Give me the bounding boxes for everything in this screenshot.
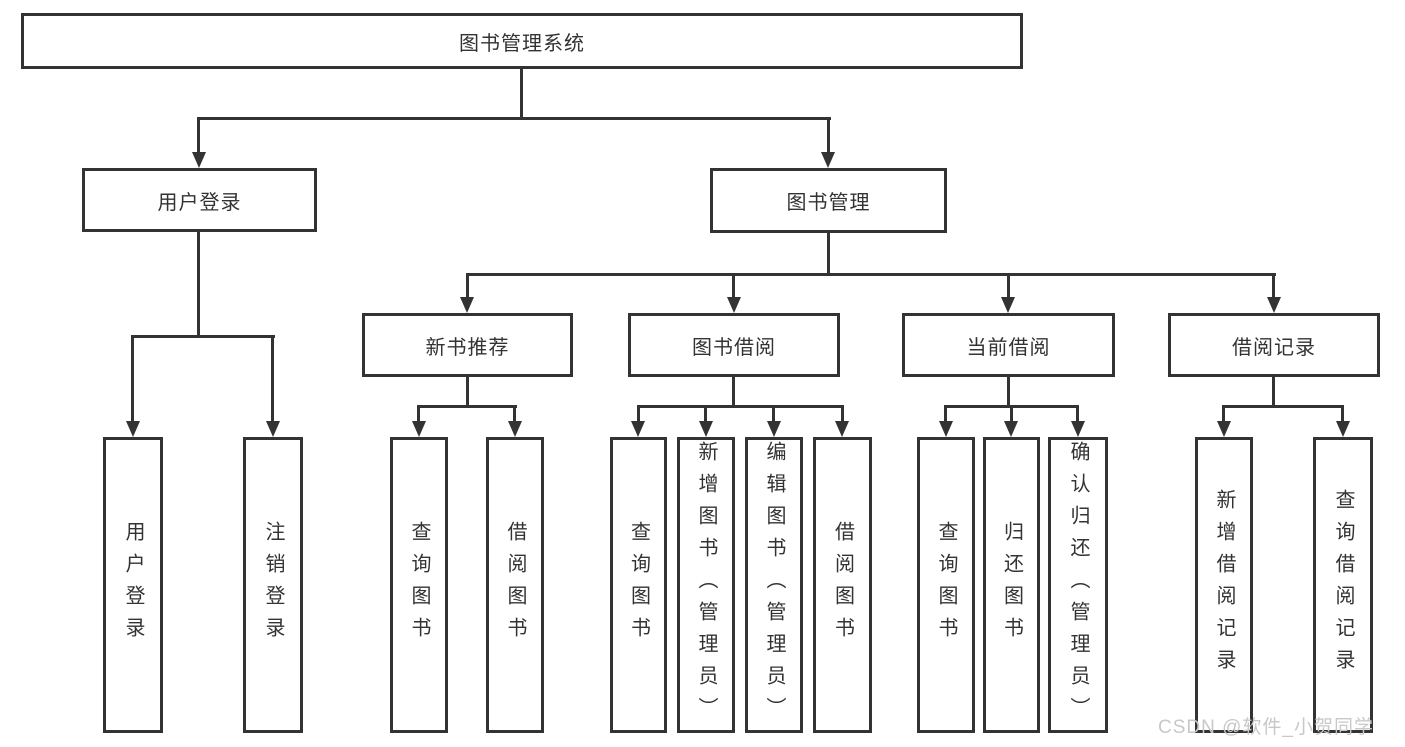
connector-root-drop-right [827, 117, 830, 155]
connector-borrow-drop-1 [637, 405, 640, 423]
leaf-recommend-borrow-book-label: 借阅图书 [504, 521, 526, 649]
connector-bookmgmt-drop-3 [1007, 273, 1010, 299]
arrow-down-icon [631, 421, 645, 437]
connector-root-bar [197, 117, 831, 120]
leaf-add-book-admin-label: 新增图书（管理员） [695, 441, 717, 729]
leaf-return-book-label: 归还图书 [1000, 521, 1023, 649]
node-user-login: 用户登录 [82, 168, 317, 232]
arrow-down-icon [1217, 421, 1231, 437]
arrow-down-icon [1071, 421, 1085, 437]
arrow-down-icon [412, 421, 426, 437]
connector-current-stem [1007, 377, 1010, 405]
arrow-down-icon [126, 421, 140, 437]
node-library-system-label: 图书管理系统 [459, 32, 585, 55]
leaf-add-borrow-record-label: 新增借阅记录 [1213, 489, 1235, 681]
node-book-management: 图书管理 [710, 168, 947, 233]
arrow-down-icon [192, 152, 206, 168]
connector-userlogin-drop-1 [131, 335, 134, 423]
leaf-confirm-return-admin: 确认归还（管理员） [1048, 437, 1108, 733]
connector-records-bar [1222, 405, 1344, 408]
leaf-query-borrow-record: 查询借阅记录 [1313, 437, 1373, 733]
leaf-edit-book-admin: 编辑图书（管理员） [745, 437, 803, 733]
connector-records-stem [1272, 377, 1275, 405]
connector-recommend-bar [417, 405, 517, 408]
node-user-login-label: 用户登录 [157, 191, 242, 214]
leaf-borrow-query-book: 查询图书 [610, 437, 667, 733]
arrow-down-icon [1336, 421, 1350, 437]
node-book-borrow: 图书借阅 [628, 313, 840, 377]
leaf-logout-label: 注销登录 [262, 521, 284, 649]
connector-root-drop-left [197, 117, 200, 155]
node-new-book-recommend: 新书推荐 [362, 313, 573, 377]
arrow-down-icon [699, 421, 713, 437]
connector-bookmgmt-drop-2 [732, 273, 735, 299]
leaf-user-login-label: 用户登录 [122, 521, 144, 649]
connector-borrow-stem [732, 377, 735, 405]
arrow-down-icon [1004, 421, 1018, 437]
node-library-system: 图书管理系统 [21, 13, 1023, 69]
leaf-recommend-borrow-book: 借阅图书 [486, 437, 544, 733]
connector-userlogin-bar [131, 335, 275, 338]
leaf-borrow-borrow-book-label: 借阅图书 [831, 521, 854, 649]
leaf-current-query-book-label: 查询图书 [935, 521, 957, 649]
connector-recommend-drop-1 [417, 405, 420, 423]
connector-bookmgmt-bar [466, 273, 1276, 276]
node-book-borrow-label: 图书借阅 [692, 336, 776, 359]
connector-bookmgmt-drop-4 [1272, 273, 1275, 299]
connector-bookmgmt-stem [827, 233, 830, 273]
connector-userlogin-drop-2 [271, 335, 274, 423]
csdn-watermark: CSDN @软件_小贺同学 [1158, 717, 1374, 738]
leaf-logout: 注销登录 [243, 437, 303, 733]
node-current-borrow: 当前借阅 [902, 313, 1115, 377]
connector-records-drop-2 [1341, 405, 1344, 423]
arrow-down-icon [835, 421, 849, 437]
node-borrow-records: 借阅记录 [1168, 313, 1380, 377]
node-new-book-recommend-label: 新书推荐 [425, 336, 510, 359]
connector-root-stem [520, 69, 523, 117]
arrow-down-icon [508, 421, 522, 437]
connector-current-drop-3 [1076, 405, 1079, 423]
leaf-recommend-query-book-label: 查询图书 [408, 521, 430, 649]
connector-current-drop-1 [944, 405, 947, 423]
node-current-borrow-label: 当前借阅 [966, 336, 1051, 359]
node-borrow-records-label: 借阅记录 [1232, 336, 1316, 359]
leaf-add-borrow-record: 新增借阅记录 [1195, 437, 1253, 733]
arrow-down-icon [460, 297, 474, 313]
leaf-borrow-borrow-book: 借阅图书 [813, 437, 872, 733]
leaf-user-login: 用户登录 [103, 437, 163, 733]
leaf-current-query-book: 查询图书 [917, 437, 975, 733]
connector-recommend-stem [466, 377, 469, 405]
arrow-down-icon [266, 421, 280, 437]
arrow-down-icon [727, 297, 741, 313]
arrow-down-icon [939, 421, 953, 437]
connector-borrow-drop-2 [704, 405, 707, 423]
leaf-recommend-query-book: 查询图书 [390, 437, 448, 733]
connector-borrow-bar [637, 405, 844, 408]
leaf-edit-book-admin-label: 编辑图书（管理员） [763, 441, 785, 729]
arrow-down-icon [767, 421, 781, 437]
connector-records-drop-1 [1222, 405, 1225, 423]
connector-bookmgmt-drop-1 [466, 273, 469, 299]
leaf-confirm-return-admin-label: 确认归还（管理员） [1067, 441, 1089, 729]
arrow-down-icon [1001, 297, 1015, 313]
connector-recommend-drop-2 [513, 405, 516, 423]
leaf-query-borrow-record-label: 查询借阅记录 [1332, 489, 1354, 681]
arrow-down-icon [1267, 297, 1281, 313]
connector-current-drop-2 [1010, 405, 1013, 423]
connector-userlogin-stem [197, 232, 200, 335]
arrow-down-icon [821, 152, 835, 168]
leaf-add-book-admin: 新增图书（管理员） [677, 437, 735, 733]
connector-borrow-drop-4 [841, 405, 844, 423]
node-book-management-label: 图书管理 [786, 192, 871, 214]
connector-borrow-drop-3 [772, 405, 775, 423]
leaf-borrow-query-book-label: 查询图书 [627, 521, 650, 649]
leaf-return-book: 归还图书 [983, 437, 1040, 733]
